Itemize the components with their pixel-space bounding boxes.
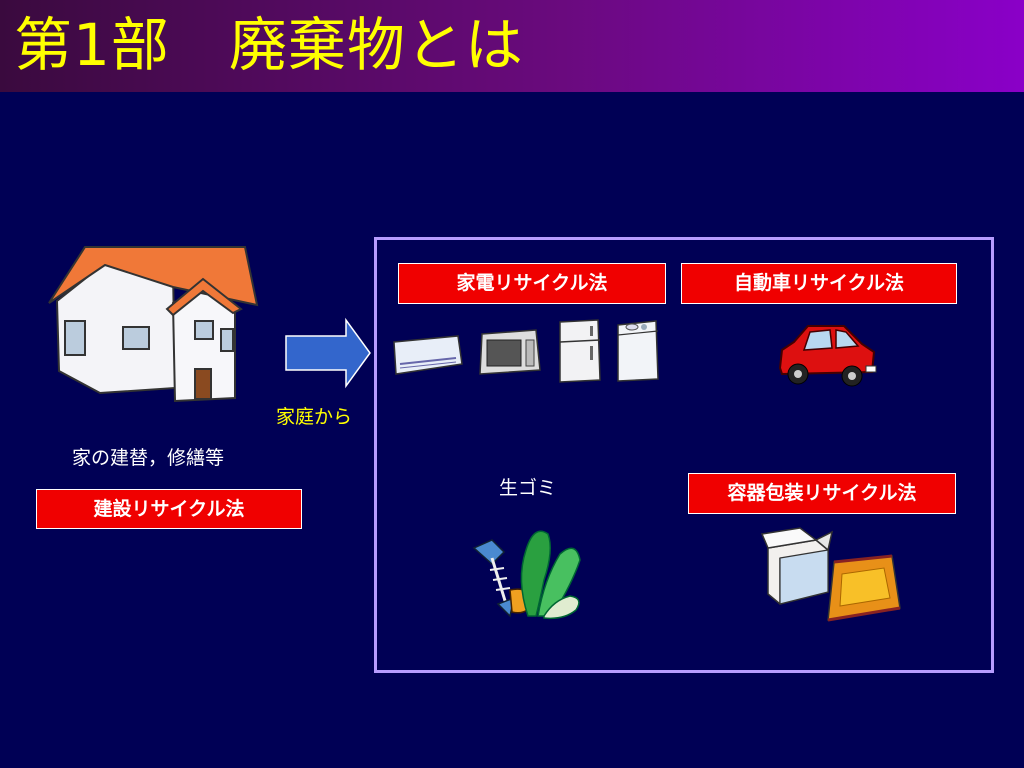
house-icon <box>48 246 259 403</box>
construction-recycling-law-label: 建設リサイクル法 <box>36 489 302 529</box>
slide-title: 第1部 廃棄物とは <box>14 11 524 79</box>
microwave-icon <box>479 329 541 375</box>
from-home-label: 家庭から <box>276 406 353 428</box>
packaging-recycling-law-label: 容器包装リサイクル法 <box>688 473 956 514</box>
washing-machine-icon <box>617 320 659 382</box>
appliance-recycling-law-label: 家電リサイクル法 <box>398 263 666 304</box>
snack-bag-icon <box>827 554 901 622</box>
air-conditioner-icon <box>393 335 463 375</box>
arrow-right-icon <box>285 317 371 389</box>
house-caption: 家の建替，修繕等 <box>72 447 225 469</box>
auto-recycling-law-label: 自動車リサイクル法 <box>681 263 957 304</box>
household-waste-panel <box>374 237 994 673</box>
food-waste-label: 生ゴミ <box>499 477 557 499</box>
refrigerator-icon <box>559 319 601 383</box>
title-bar: 第1部 廃棄物とは <box>0 0 1024 92</box>
car-icon <box>778 325 877 387</box>
cardboard-box-icon <box>760 527 834 605</box>
vegetable-scraps-icon <box>520 530 581 620</box>
